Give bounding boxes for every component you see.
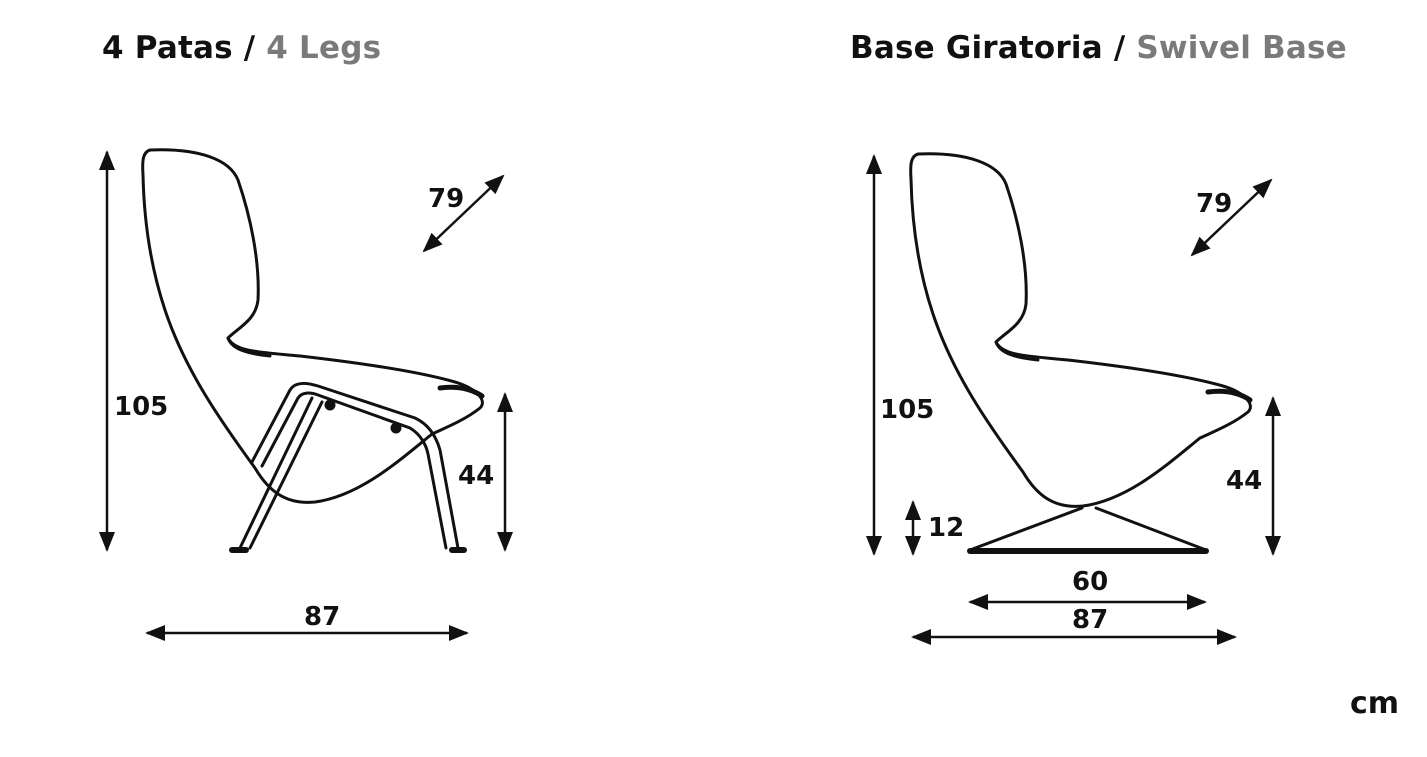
swivel-base-cone xyxy=(968,506,1208,552)
chair-seat-edge xyxy=(226,336,272,358)
right-dimensions xyxy=(866,154,1281,645)
chair-leg-back xyxy=(238,396,314,550)
chair-bracket-2 xyxy=(390,422,402,434)
label-base-height: 12 xyxy=(928,513,964,543)
title-spanish: Base Giratoria xyxy=(850,30,1103,66)
chair-leg-frame-inner xyxy=(260,391,448,550)
chair-seat-front-cushion xyxy=(1205,388,1253,403)
label-seat-height: 44 xyxy=(458,461,494,491)
chair-seat-edge xyxy=(994,340,1040,362)
chair-leg-back-inner xyxy=(248,400,324,550)
label-width: 87 xyxy=(304,602,340,632)
title-4-legs: 4 Patas / 4 Legs xyxy=(102,30,381,66)
chair-swivel-drawing xyxy=(909,152,1253,554)
title-separator: / xyxy=(1113,30,1126,66)
unit-label: cm xyxy=(1350,686,1400,721)
label-depth-diag: 79 xyxy=(428,184,464,214)
label-depth-diag: 79 xyxy=(1196,189,1232,219)
title-spanish: 4 Patas xyxy=(102,30,233,66)
chair-leg-frame-front xyxy=(250,381,460,550)
label-base-width: 60 xyxy=(1072,567,1108,597)
title-english: Swivel Base xyxy=(1136,30,1347,66)
label-height: 105 xyxy=(114,392,168,422)
label-width: 87 xyxy=(1072,605,1108,635)
chair-shell xyxy=(141,148,484,504)
depth-diag-arrow xyxy=(422,174,505,253)
chair-seat-front-cushion xyxy=(437,384,485,399)
title-separator: / xyxy=(243,30,256,66)
chair-4-legs-drawing xyxy=(141,148,485,553)
title-swivel-base: Base Giratoria / Swivel Base xyxy=(850,30,1347,66)
depth-diag-arrow xyxy=(1190,178,1273,257)
chair-shell xyxy=(909,152,1252,508)
left-dimensions xyxy=(99,150,513,641)
label-height: 105 xyxy=(880,395,934,425)
chair-bracket-1 xyxy=(324,399,336,411)
label-seat-height: 44 xyxy=(1226,466,1262,496)
title-english: 4 Legs xyxy=(266,30,382,66)
